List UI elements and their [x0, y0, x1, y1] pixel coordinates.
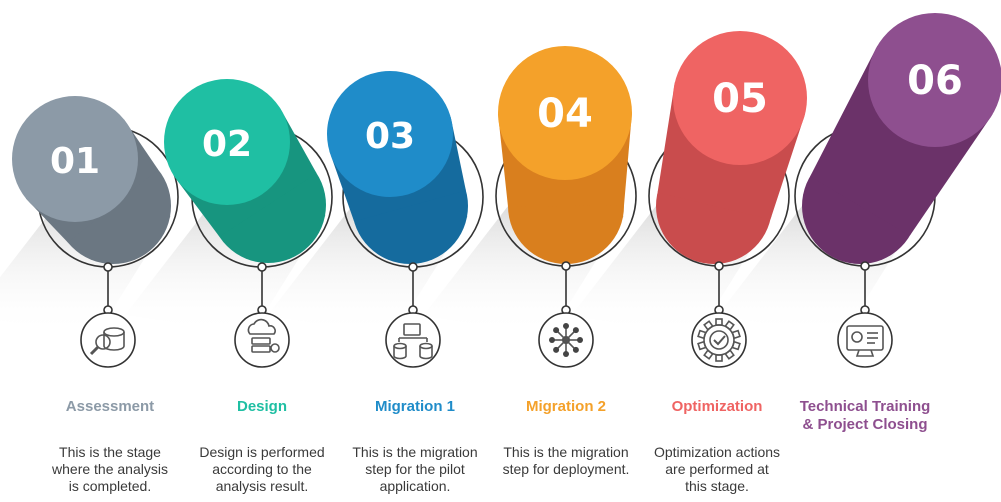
step-title: Migration 1 — [374, 398, 455, 415]
step-cylinder: 04 — [498, 46, 632, 264]
step-cap — [498, 46, 632, 180]
cloud-server-icon — [234, 312, 290, 368]
step-description: This is the migration step for deploymen… — [502, 444, 630, 477]
step-title: Assessment — [65, 398, 155, 415]
step-cylinder: 01 — [12, 96, 171, 264]
step-description: This is the migration step for the pilot… — [352, 444, 478, 494]
step-number: 03 — [365, 116, 415, 157]
database-search-icon — [80, 312, 136, 368]
step-title: Design — [236, 398, 287, 415]
step-number: 06 — [907, 58, 963, 104]
network-hub-icon — [538, 312, 594, 368]
step-cap — [12, 96, 138, 222]
step-description: Optimization actions are performed at th… — [653, 444, 781, 494]
step-connector — [561, 261, 571, 315]
step-description: Design is performed according to the ana… — [199, 444, 325, 494]
step-cap — [327, 71, 453, 197]
data-transfer-icon — [385, 312, 441, 368]
step-number: 04 — [537, 91, 593, 137]
step-cap — [164, 79, 290, 205]
step-cylinder: 03 — [327, 71, 468, 264]
computer-settings-icon — [837, 312, 893, 368]
step-title: Optimization — [671, 398, 763, 415]
step-description: This is the stage where the analysis is … — [52, 444, 168, 494]
step-connector — [103, 262, 113, 315]
step-number: 01 — [50, 141, 100, 182]
step-cap — [868, 13, 1001, 147]
step-connector — [860, 261, 870, 315]
step-cap — [673, 31, 807, 165]
step-cylinder: 05 — [656, 31, 807, 264]
step-number: 02 — [202, 124, 252, 165]
step-connector — [408, 262, 418, 315]
step-cylinder: 06 — [802, 13, 1001, 264]
step-title: Migration 2 — [525, 398, 606, 415]
step-cylinder: 02 — [164, 79, 326, 263]
step-number: 05 — [712, 76, 768, 122]
step-title: Technical Training & Project Closing — [799, 398, 931, 433]
gear-check-icon — [691, 312, 747, 368]
